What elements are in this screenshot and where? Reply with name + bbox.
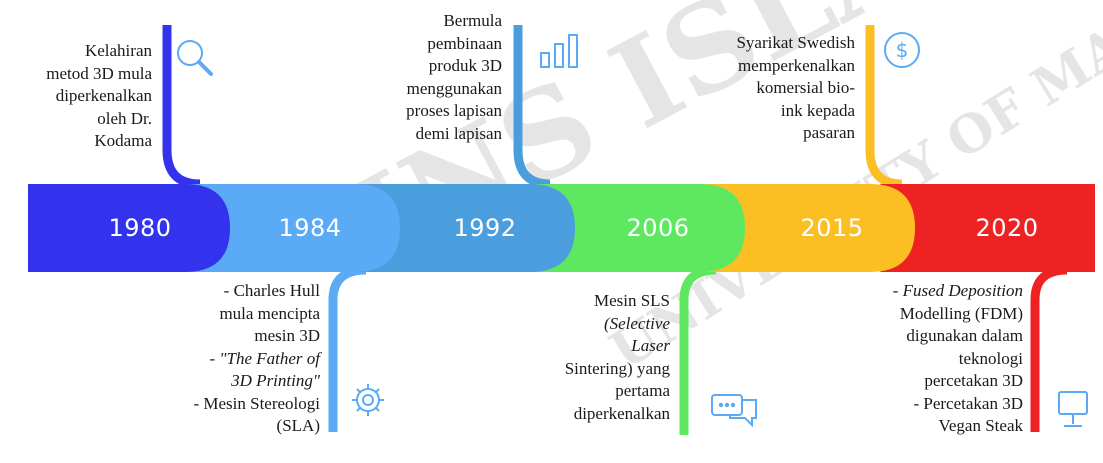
text-line: mula mencipta <box>219 303 320 323</box>
text-line: demi lapisan <box>415 123 502 143</box>
segment-2020 <box>880 184 1095 272</box>
text-line: proses lapisan <box>406 101 502 120</box>
text-line: komersial bio- <box>756 78 855 97</box>
connector-2015 <box>865 25 903 189</box>
text-line: produk 3D <box>428 56 502 75</box>
gear-icon <box>352 384 384 416</box>
text-line: - Fused Deposition <box>892 281 1023 300</box>
text-line: - "The Father of <box>209 348 320 368</box>
text-line: Mesin SLS <box>593 291 670 310</box>
text-line: digunakan dalam <box>906 326 1023 345</box>
segment-1984 <box>180 184 400 272</box>
milestone-text-1980: Kelahiran metod 3D mula diperkenalkan ol… <box>0 40 152 153</box>
year-label-1980: 1980 <box>108 214 172 242</box>
text-line: diperkenalkan <box>573 403 670 423</box>
text-line: pertama <box>615 381 670 400</box>
text-line: Sintering) yang <box>564 358 670 378</box>
text-line: Bermula <box>443 11 502 30</box>
milestone-text-2020: - Fused Deposition Modelling (FDM) digun… <box>825 280 1023 438</box>
text-line: mesin 3D <box>254 326 320 345</box>
text-line: Laser <box>631 336 670 355</box>
text-line: Syarikat Swedish <box>736 33 855 52</box>
text-line: Modelling (FDM) <box>899 303 1023 323</box>
text-line: - Percetakan 3D <box>913 393 1023 413</box>
text-line: Kodama <box>94 131 152 150</box>
text-line: diperkenalkan <box>55 86 152 105</box>
text-line: pasaran <box>803 123 855 142</box>
connector-1980 <box>162 25 201 189</box>
chat-bubbles-icon <box>711 394 757 428</box>
text-line: Vegan Steak <box>938 416 1023 435</box>
segment-2015 <box>705 184 915 272</box>
text-line: ink kepada <box>780 100 855 120</box>
milestone-text-1992: Bermula pembinaan produk 3D menggunakan … <box>330 10 502 145</box>
year-label-2006: 2006 <box>626 214 690 242</box>
segment-2006 <box>530 184 745 272</box>
dollar-icon: $ <box>884 32 920 68</box>
text-line: (Selective <box>603 313 670 333</box>
text-line: menggunakan <box>406 78 502 98</box>
milestone-text-2006: Mesin SLS (Selective Laser Sintering) ya… <box>500 290 670 425</box>
segment-1980 <box>28 184 230 272</box>
year-label-2020: 2020 <box>975 214 1039 242</box>
year-label-1992: 1992 <box>453 214 517 242</box>
milestone-text-2015: Syarikat Swedish memperkenalkan komersia… <box>690 32 855 145</box>
segment-1992 <box>355 184 575 272</box>
text-line: percetakan 3D <box>924 371 1023 390</box>
text-line: - Mesin Stereologi <box>193 393 320 413</box>
bar-chart-icon <box>540 34 578 68</box>
connector-2020 <box>1030 265 1068 432</box>
text-line: (SLA) <box>276 416 320 435</box>
year-label-1984: 1984 <box>278 214 342 242</box>
year-label-2015: 2015 <box>800 214 864 242</box>
text-line: - Charles Hull <box>223 281 320 300</box>
magnifier-icon <box>177 40 213 76</box>
connector-1992 <box>513 25 551 189</box>
monitor-icon <box>1058 391 1088 427</box>
text-line: memperkenalkan <box>737 55 855 75</box>
text-line: 3D Printing" <box>231 371 320 390</box>
text-line: oleh Dr. <box>97 108 152 128</box>
svg-text:$: $ <box>896 38 909 62</box>
text-line: metod 3D mula <box>46 63 152 83</box>
text-line: teknologi <box>958 348 1023 368</box>
text-line: Kelahiran <box>84 41 152 60</box>
text-line: pembinaan <box>427 33 502 53</box>
milestone-text-1984: - Charles Hull mula mencipta mesin 3D - … <box>120 280 320 438</box>
